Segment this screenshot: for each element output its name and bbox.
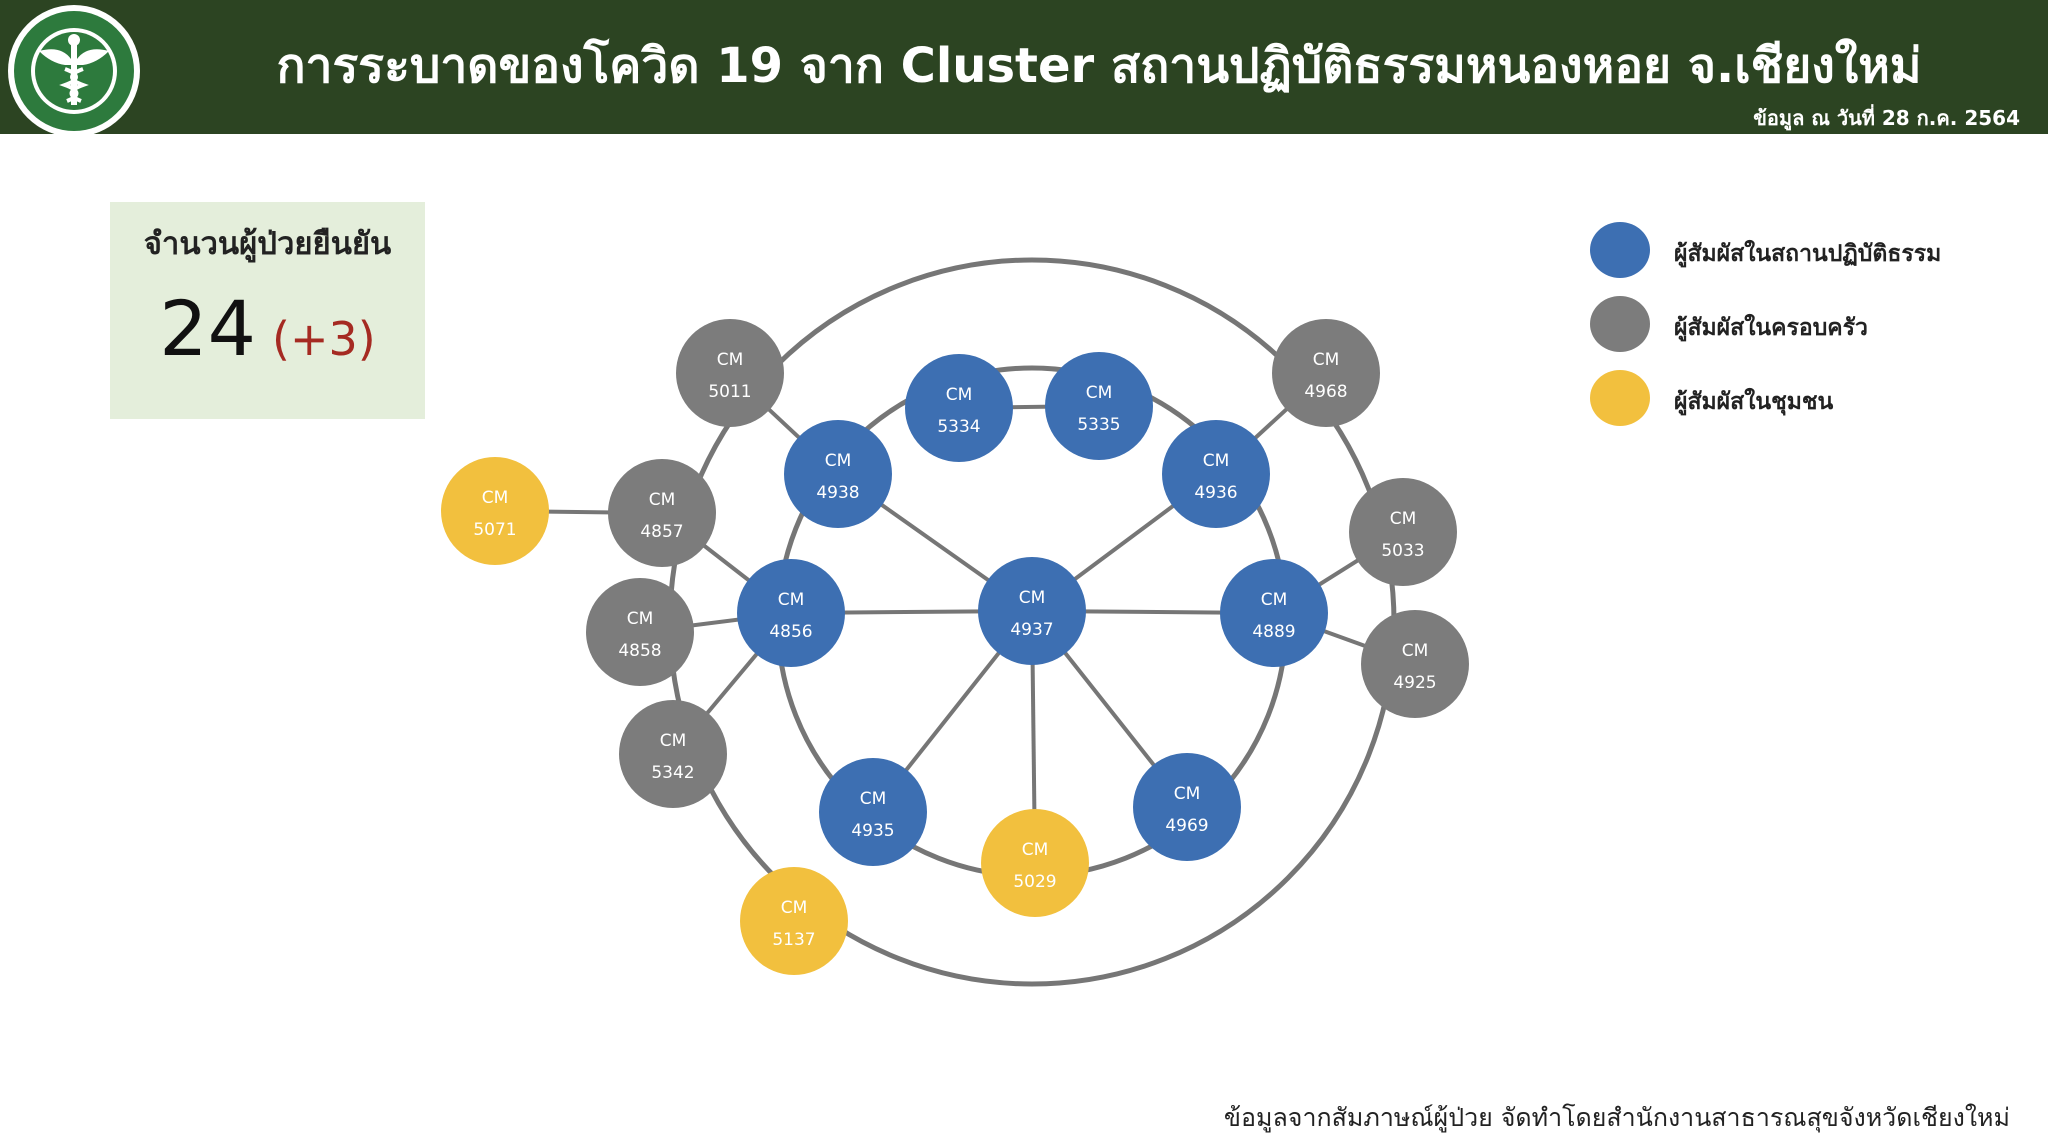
legend-item-practice: ผู้สัมผัสในสถานปฏิบัติธรรม <box>1588 222 2008 282</box>
legend-label-family: ผู้สัมผัสในครอบครัว <box>1674 315 1868 341</box>
case-circle <box>1272 319 1380 427</box>
case-id: 4935 <box>851 821 894 841</box>
case-id: 5334 <box>937 417 980 437</box>
case-prefix: CM <box>781 898 808 918</box>
case-node-5137: CM 5137 <box>740 867 848 975</box>
confirmed-cases-values: 24 (+3) <box>110 284 425 373</box>
case-prefix: CM <box>1022 840 1049 860</box>
confirmed-cases-box: จำนวนผู้ป่วยยืนยัน 24 (+3) <box>110 202 425 419</box>
case-id: 4936 <box>1194 483 1237 503</box>
case-node-4889: CM 4889 <box>1220 559 1328 667</box>
case-circle <box>981 809 1089 917</box>
case-node-4935: CM 4935 <box>819 758 927 866</box>
case-prefix: CM <box>1261 590 1288 610</box>
case-node-5334: CM 5334 <box>905 354 1013 462</box>
case-circle <box>1162 420 1270 528</box>
ministry-logo <box>8 5 140 137</box>
case-id: 4937 <box>1010 620 1053 640</box>
case-circle <box>784 420 892 528</box>
case-circle <box>1220 559 1328 667</box>
case-node-5029: CM 5029 <box>981 809 1089 917</box>
case-id: 4969 <box>1165 816 1208 836</box>
case-node-4937: CM 4937 <box>978 557 1086 665</box>
case-prefix: CM <box>1019 588 1046 608</box>
case-prefix: CM <box>1402 641 1429 661</box>
case-circle <box>1349 478 1457 586</box>
case-id: 4889 <box>1252 622 1295 642</box>
legend-item-family: ผู้สัมผัสในครอบครัว <box>1588 296 2008 356</box>
case-node-4969: CM 4969 <box>1133 753 1241 861</box>
case-node-4968: CM 4968 <box>1272 319 1380 427</box>
case-node-4857: CM 4857 <box>608 459 716 567</box>
case-id: 4857 <box>640 522 683 542</box>
case-prefix: CM <box>660 731 687 751</box>
case-node-4936: CM 4936 <box>1162 420 1270 528</box>
legend-swatch-practice <box>1590 222 1650 278</box>
case-prefix: CM <box>1174 784 1201 804</box>
case-circle <box>1133 753 1241 861</box>
case-prefix: CM <box>1390 509 1417 529</box>
case-id: 5011 <box>708 382 751 402</box>
case-circle <box>905 354 1013 462</box>
case-circle <box>586 578 694 686</box>
case-nodes: CM5011CM4857CM5071CM4858CM5342CM5137CM49… <box>441 319 1469 975</box>
legend-swatch-family <box>1590 296 1650 352</box>
case-circle <box>740 867 848 975</box>
case-node-4938: CM 4938 <box>784 420 892 528</box>
case-prefix: CM <box>1313 350 1340 370</box>
case-node-5071: CM 5071 <box>441 457 549 565</box>
case-prefix: CM <box>627 609 654 629</box>
case-prefix: CM <box>1086 383 1113 403</box>
case-node-4925: CM 4925 <box>1361 610 1469 718</box>
case-id: 5029 <box>1013 872 1056 892</box>
case-circle <box>819 758 927 866</box>
case-prefix: CM <box>860 789 887 809</box>
case-node-4858: CM 4858 <box>586 578 694 686</box>
case-prefix: CM <box>482 488 509 508</box>
case-id: 5071 <box>473 520 516 540</box>
case-prefix: CM <box>946 385 973 405</box>
case-prefix: CM <box>717 350 744 370</box>
case-id: 4968 <box>1304 382 1347 402</box>
header-bar: การระบาดของโควิด 19 จาก Cluster สถานปฏิบ… <box>0 0 2048 137</box>
confirmed-cases-title: จำนวนผู้ป่วยยืนยัน <box>143 226 392 262</box>
case-node-5011: CM 5011 <box>676 319 784 427</box>
case-id: 4925 <box>1393 673 1436 693</box>
case-prefix: CM <box>825 451 852 471</box>
legend-label-practice: ผู้สัมผัสในสถานปฏิบัติธรรม <box>1674 241 1942 267</box>
case-circle <box>737 559 845 667</box>
case-prefix: CM <box>778 590 805 610</box>
case-id: 4858 <box>618 641 661 661</box>
confirmed-cases-new: (+3) <box>272 312 376 366</box>
case-prefix: CM <box>649 490 676 510</box>
case-circle <box>608 459 716 567</box>
page-title: การระบาดของโควิด 19 จาก Cluster สถานปฏิบ… <box>276 38 1922 94</box>
case-circle <box>619 700 727 808</box>
case-id: 5137 <box>772 930 815 950</box>
case-node-5033: CM 5033 <box>1349 478 1457 586</box>
case-circle <box>441 457 549 565</box>
case-circle <box>676 319 784 427</box>
case-id: 5335 <box>1077 415 1120 435</box>
case-id: 5033 <box>1381 541 1424 561</box>
case-id: 4856 <box>769 622 812 642</box>
case-id: 5342 <box>651 763 694 783</box>
case-prefix: CM <box>1203 451 1230 471</box>
case-node-5342: CM 5342 <box>619 700 727 808</box>
case-node-5335: CM 5335 <box>1045 352 1153 460</box>
legend-swatch-community <box>1590 370 1650 426</box>
confirmed-cases-total: 24 <box>159 284 256 373</box>
case-circle <box>1361 610 1469 718</box>
case-id: 4938 <box>816 483 859 503</box>
case-circle <box>978 557 1086 665</box>
data-date: ข้อมูล ณ วันที่ 28 ก.ค. 2564 <box>1753 106 2020 130</box>
case-node-4856: CM 4856 <box>737 559 845 667</box>
legend-label-community: ผู้สัมผัสในชุมชน <box>1674 389 1834 415</box>
source-note: ข้อมูลจากสัมภาษณ์ผู้ป่วย จัดทำโดยสำนักงา… <box>1223 1103 2010 1132</box>
case-circle <box>1045 352 1153 460</box>
legend-item-community: ผู้สัมผัสในชุมชน <box>1588 370 2008 430</box>
